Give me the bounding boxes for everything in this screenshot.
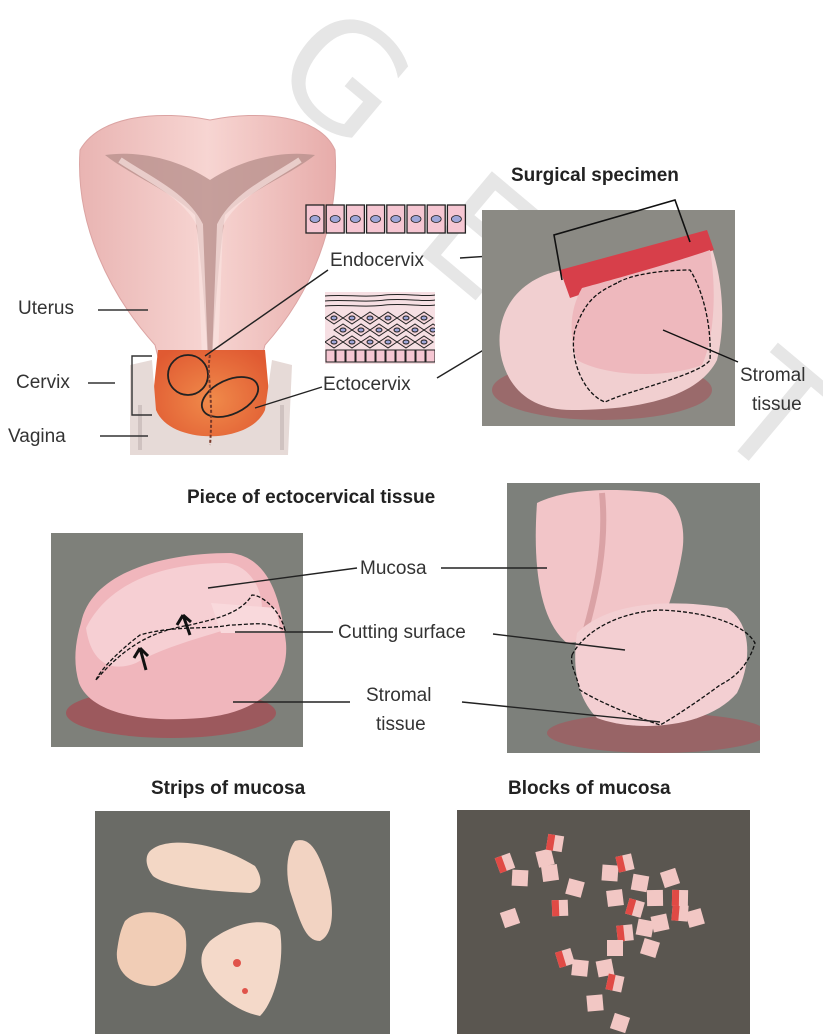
mucosa-block	[512, 870, 529, 887]
mucosa-block	[607, 940, 623, 956]
ectocervical-label-stromal: Stromal	[366, 685, 431, 707]
mucosa-block	[586, 994, 603, 1011]
mucosa-block	[571, 959, 589, 977]
surgical-specimen-overlay	[0, 0, 823, 480]
ectocervical-label-mucosa: Mucosa	[360, 558, 427, 580]
mucosa-block	[601, 864, 618, 881]
mucosa-block-red-edge	[552, 900, 560, 916]
mucosa-block	[541, 864, 559, 882]
ectocervical-label-cutting-surface: Cutting surface	[338, 622, 466, 644]
mucosa-block	[631, 874, 650, 893]
mucosa-block	[660, 868, 680, 888]
blocks-photo	[457, 810, 750, 1034]
surgical-label-stromal: Stromal	[740, 365, 805, 387]
mucosa-block-red-edge	[671, 904, 679, 921]
mucosa-block-red-edge	[672, 890, 679, 906]
mucosa-block	[606, 889, 624, 907]
strips-photo	[95, 811, 390, 1034]
blocks-title: Blocks of mucosa	[508, 778, 671, 800]
ectocervical-label-tissue: tissue	[376, 714, 426, 736]
surgical-label-tissue: tissue	[752, 394, 802, 416]
mucosa-block	[610, 1013, 630, 1033]
mucosa-block	[636, 919, 655, 938]
mucosa-block	[647, 890, 663, 906]
mucosa-block	[640, 938, 660, 958]
mucosa-block	[500, 908, 520, 928]
strips-title: Strips of mucosa	[151, 778, 305, 800]
mucosa-block	[565, 878, 585, 898]
